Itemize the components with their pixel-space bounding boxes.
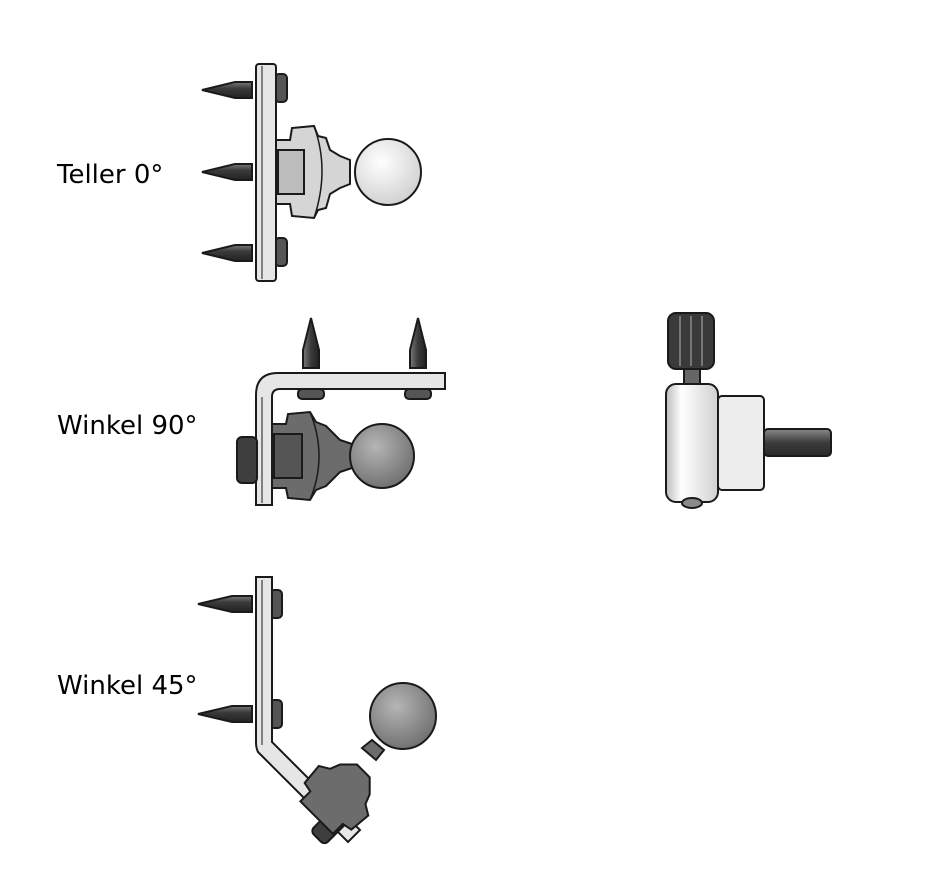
winkel-90-mount [236,317,446,506]
winkel-45-mount [197,576,437,845]
teller-0-mount [201,63,422,282]
label-teller-0: Teller 0° [57,160,164,190]
side-view-mount [665,312,832,509]
label-winkel-45: Winkel 45° [57,671,198,701]
label-winkel-90: Winkel 90° [57,411,198,441]
